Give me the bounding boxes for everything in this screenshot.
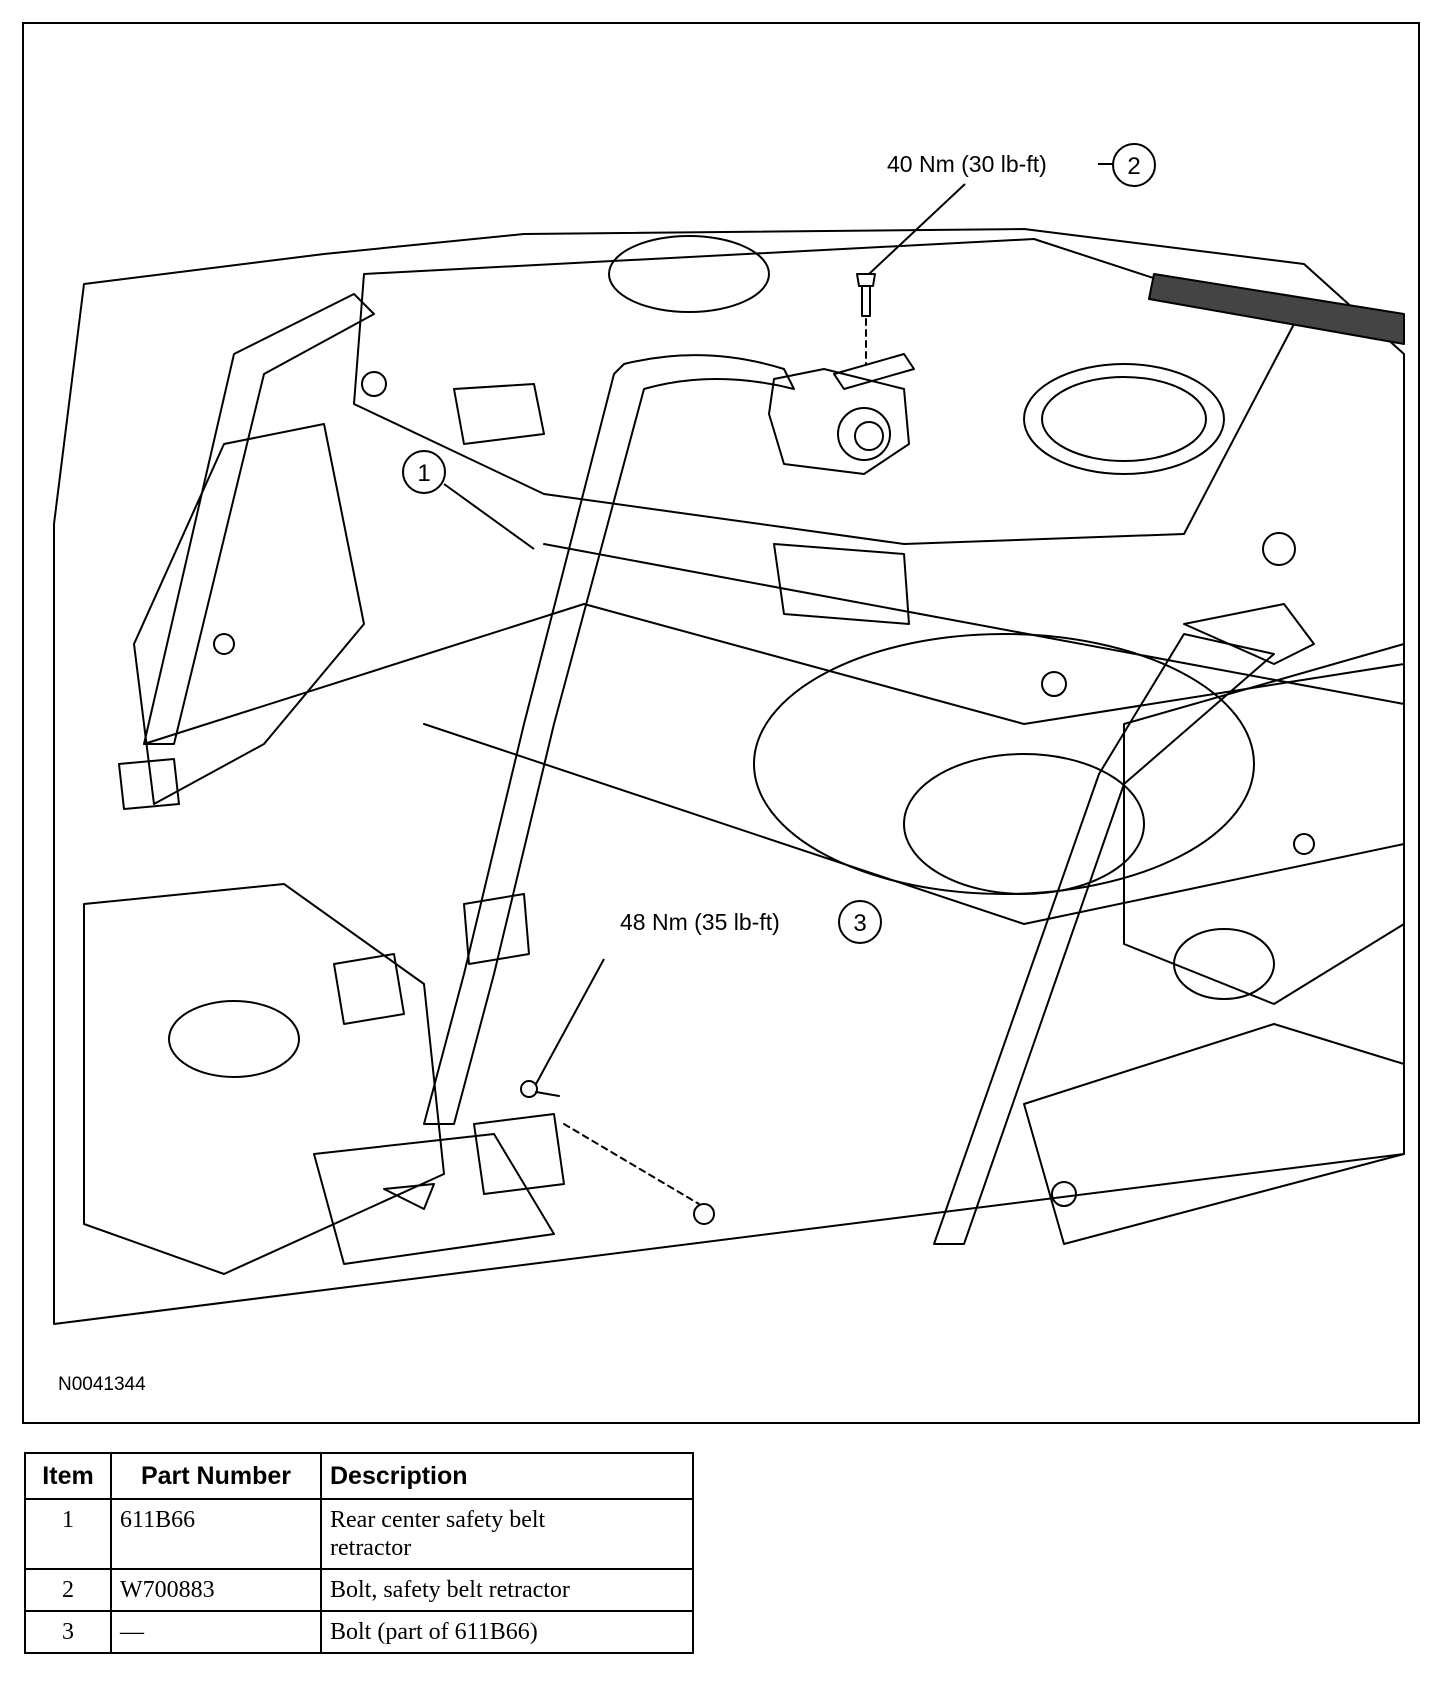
row-item: 1 xyxy=(24,1498,112,1570)
row-part-number: 611B66 xyxy=(110,1498,322,1570)
panel-hole xyxy=(1293,833,1315,855)
parts-table: Item Part Number Description 1 611B66 Re… xyxy=(24,1452,694,1654)
center-belt-lower-anchor xyxy=(473,1113,565,1195)
left-outboard-belt xyxy=(143,293,375,745)
illustration-frame: 40 Nm (30 lb-ft) 2 1 48 Nm (35 lb-ft) 3 … xyxy=(22,22,1420,1424)
callout-2-torque: 40 Nm (30 lb-ft) xyxy=(887,151,1047,177)
right-rear-rail xyxy=(1023,1023,1405,1245)
line-drawing xyxy=(53,228,1405,1325)
left-quarter-panel xyxy=(133,423,365,805)
bolt-3-head xyxy=(520,1080,538,1098)
left-seat-latch xyxy=(453,383,545,445)
floor-buckle-bracket xyxy=(333,953,405,1025)
callout-3-torque: 48 Nm (35 lb-ft) xyxy=(620,909,780,935)
left-floor-pan xyxy=(83,883,445,1275)
shelf-lower-edge xyxy=(543,543,1405,705)
figure-id: N0041344 xyxy=(58,1374,146,1395)
callout-2-circle xyxy=(1112,143,1156,187)
row-part-number: W700883 xyxy=(110,1568,322,1612)
package-tray xyxy=(353,238,1295,545)
callout-1-number: 1 xyxy=(417,460,430,487)
rear-floor-plug xyxy=(313,1133,555,1265)
retractor-hub xyxy=(854,421,884,451)
left-speaker-opening xyxy=(608,235,770,313)
floor-crossmember xyxy=(423,723,1405,925)
right-speaker-inner xyxy=(1041,376,1207,462)
seat-back-crossmember xyxy=(143,603,1405,745)
right-speaker-opening xyxy=(1023,363,1225,475)
table-header-row: Item Part Number Description xyxy=(24,1452,694,1500)
row-description: Bolt (part of 611B66) xyxy=(320,1610,694,1654)
callout-2-number: 2 xyxy=(1127,153,1140,180)
center-belt-retractor xyxy=(768,368,910,475)
panel-hole xyxy=(213,633,235,655)
spare-tire-well-inner xyxy=(903,753,1145,895)
row-description: Bolt, safety belt retractor xyxy=(320,1568,694,1612)
shelf-hole xyxy=(1262,532,1296,566)
table-row: 1 611B66 Rear center safety belt retract… xyxy=(24,1498,694,1570)
floor-arrow-mark xyxy=(383,1183,435,1210)
bolt-3-install-path xyxy=(563,1123,700,1205)
shelf-hole xyxy=(1041,671,1067,697)
callout-2: 40 Nm (30 lb-ft) 2 xyxy=(868,143,1156,275)
row-part-number: — xyxy=(110,1610,322,1654)
rail-hole xyxy=(1051,1181,1077,1207)
header-item: Item xyxy=(24,1452,112,1500)
right-outboard-belt xyxy=(933,633,1275,1245)
right-quarter-panel xyxy=(1123,643,1405,1005)
bolt-3-nut xyxy=(693,1203,715,1225)
bolt-2-shank xyxy=(861,285,871,317)
right-belt-guide xyxy=(1183,603,1315,665)
callout-1-circle xyxy=(402,450,446,494)
left-belt-tongue xyxy=(118,758,180,810)
header-part-number: Part Number xyxy=(110,1452,322,1500)
row-description: Rear center safety belt retractor xyxy=(320,1498,694,1570)
right-rail-opening xyxy=(1173,928,1275,1000)
bolt-3-shank xyxy=(535,1091,560,1097)
row-item: 3 xyxy=(24,1610,112,1654)
callout-3-circle xyxy=(838,900,882,944)
rear-shelf-illustration: 40 Nm (30 lb-ft) 2 1 48 Nm (35 lb-ft) 3 … xyxy=(53,143,1405,1395)
center-belt-webbing xyxy=(423,354,795,1125)
left-floor-opening xyxy=(168,1000,300,1078)
row-description-line2: retractor xyxy=(330,1535,412,1561)
spare-tire-well xyxy=(753,633,1255,895)
callout-1: 1 xyxy=(402,450,535,550)
center-seat-latch xyxy=(773,543,910,625)
shelf-hole xyxy=(361,371,387,397)
center-belt-tongue xyxy=(463,893,530,965)
retractor-bracket xyxy=(833,353,915,390)
table-row: 3 — Bolt (part of 611B66) xyxy=(24,1610,694,1654)
body-outline xyxy=(53,228,1405,1325)
rear-vent-grille xyxy=(1148,273,1405,345)
callout-3: 48 Nm (35 lb-ft) 3 xyxy=(535,900,882,1085)
header-description: Description xyxy=(320,1452,694,1500)
retractor-spool xyxy=(837,407,891,461)
table-row: 2 W700883 Bolt, safety belt retractor xyxy=(24,1568,694,1612)
bolt-2-head xyxy=(856,273,876,287)
callout-3-number: 3 xyxy=(853,910,866,937)
row-item: 2 xyxy=(24,1568,112,1612)
row-description-line1: Rear center safety belt xyxy=(330,1507,546,1533)
